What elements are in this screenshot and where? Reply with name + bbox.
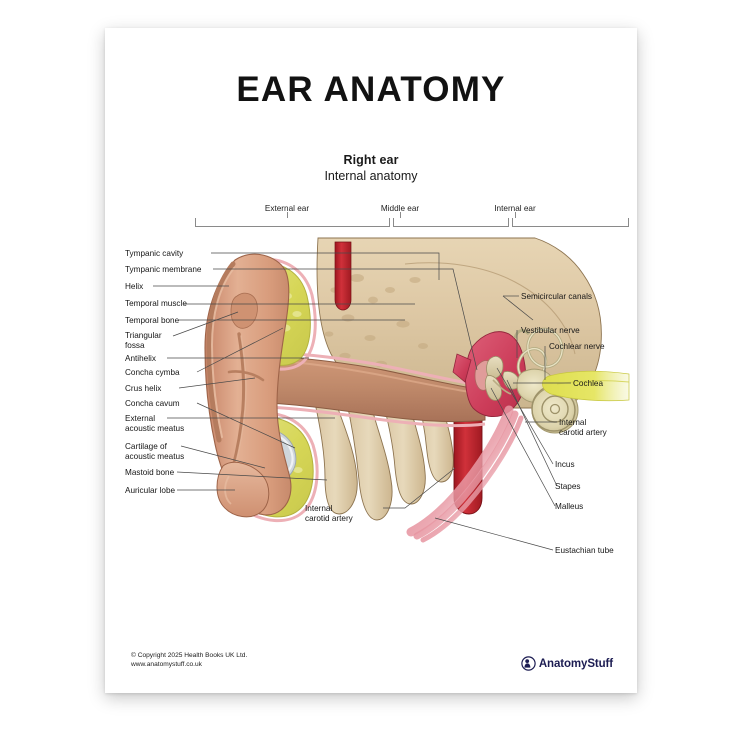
eustachian-tube bbox=[406, 405, 524, 543]
label-eustachian-tube: Eustachian tube bbox=[555, 546, 614, 555]
label-cochlear-nerve: Cochlear nerve bbox=[549, 342, 605, 351]
bone-process-3 bbox=[380, 387, 426, 505]
triangular-fossa bbox=[230, 292, 258, 329]
auricular-cartilage-upper bbox=[235, 262, 311, 366]
label-temporal-muscle: Temporal muscle bbox=[125, 299, 187, 308]
leader-lines-left bbox=[153, 252, 478, 491]
concha-cavum-hollow bbox=[250, 428, 297, 486]
poster-sheet: EAR ANATOMY Right ear Internal anatomy E… bbox=[105, 28, 637, 693]
mastoid-process bbox=[312, 387, 358, 515]
cartilage-of-acoustic-meatus bbox=[233, 416, 314, 518]
cartilage-lacunae-lower bbox=[241, 436, 303, 504]
region-label-middle-ear: Middle ear bbox=[380, 204, 420, 213]
label-internal-carotid-artery-bottom: Internal carotid artery bbox=[305, 504, 353, 523]
label-incus: Incus bbox=[555, 460, 575, 469]
bracket-tick-external-ear bbox=[287, 212, 288, 218]
external-acoustic-meatus bbox=[222, 355, 486, 423]
helix-highlight bbox=[210, 267, 235, 438]
skull-contour bbox=[404, 262, 576, 355]
label-tympanic-cavity: Tympanic cavity bbox=[125, 249, 184, 258]
logo-text: AnatomyStuff bbox=[538, 657, 613, 670]
subtitle-sub: Internal anatomy bbox=[324, 169, 418, 183]
vestibule bbox=[516, 368, 555, 403]
bracket-external-ear bbox=[195, 218, 390, 227]
canal-lining-lower bbox=[222, 405, 486, 428]
bracket-middle-ear bbox=[393, 218, 509, 227]
carotid-lumen-lower bbox=[454, 404, 482, 414]
bracket-tick-internal-ear bbox=[515, 212, 516, 218]
label-triangular-fossa: Triangular fossa bbox=[125, 331, 162, 350]
label-concha-cymba: Concha cymba bbox=[125, 368, 180, 377]
copyright-block: © Copyright 2025 Health Books UK Ltd. ww… bbox=[131, 651, 247, 669]
subtitle-block: Right ear Internal anatomy bbox=[105, 153, 637, 183]
stapes-bone bbox=[502, 371, 520, 390]
auricular-lobe bbox=[216, 461, 270, 518]
label-malleus: Malleus bbox=[555, 502, 584, 511]
region-label-external-ear: External ear bbox=[264, 204, 310, 213]
crus-helix bbox=[227, 370, 265, 382]
copyright-line-1: © Copyright 2025 Health Books UK Ltd. bbox=[131, 652, 248, 659]
concha-cymba-hollow bbox=[255, 278, 288, 348]
canal-lining-upper bbox=[222, 350, 488, 388]
subtitle-main: Right ear bbox=[343, 153, 399, 167]
malleus-bone bbox=[485, 375, 502, 401]
canal-highlight bbox=[230, 359, 484, 395]
label-cochlea: Cochlea bbox=[573, 379, 604, 388]
bone-process-4 bbox=[414, 383, 454, 483]
ossicular-chain bbox=[492, 379, 512, 395]
antihelix-highlight bbox=[234, 335, 247, 467]
tympanic-cavity-extension bbox=[452, 353, 472, 383]
anatomystuff-logo[interactable]: AnatomyStuff bbox=[521, 656, 613, 671]
label-semicircular-canals: Semicircular canals bbox=[521, 292, 592, 301]
perichondrium-upper bbox=[230, 257, 317, 371]
temporal-bone-mass bbox=[316, 237, 602, 409]
tympanic-cavity bbox=[465, 331, 526, 417]
label-helix: Helix bbox=[125, 282, 144, 291]
label-cartilage-of-acoustic-meatus: Cartilage of acoustic meatus bbox=[125, 442, 185, 461]
page-title: EAR ANATOMY bbox=[236, 70, 506, 109]
label-stapes: Stapes bbox=[555, 482, 581, 491]
label-concha-cavum: Concha cavum bbox=[125, 399, 180, 408]
copyright-line-2: www.anatomystuff.co.uk bbox=[131, 661, 202, 668]
lobe-highlight bbox=[224, 475, 232, 505]
incus-bone bbox=[486, 356, 504, 379]
label-crus-helix: Crus helix bbox=[125, 384, 162, 393]
internal-carotid-artery-lower bbox=[453, 407, 483, 515]
label-external-acoustic-meatus: External acoustic meatus bbox=[125, 414, 185, 433]
vessel-temporal bbox=[334, 241, 352, 311]
label-auricular-lobe: Auricular lobe bbox=[125, 486, 176, 495]
ear-anatomy-illustration bbox=[153, 237, 630, 551]
concha-cymba-highlight bbox=[263, 283, 284, 340]
region-label-internal-ear: Internal ear bbox=[494, 204, 536, 213]
logo-person-icon bbox=[521, 656, 536, 671]
cartilage-lacunae-upper bbox=[240, 280, 302, 350]
label-mastoid-bone: Mastoid bone bbox=[125, 468, 175, 477]
pinna-auricle bbox=[204, 253, 292, 516]
label-internal-carotid-artery-right: Internal carotid artery bbox=[559, 418, 607, 437]
bone-texture bbox=[324, 274, 428, 383]
bracket-tick-middle-ear bbox=[400, 212, 401, 218]
styloid-process bbox=[344, 389, 393, 521]
helix-rim bbox=[206, 261, 236, 443]
label-temporal-bone: Temporal bone bbox=[125, 316, 180, 325]
label-vestibular-nerve: Vestibular nerve bbox=[521, 326, 580, 335]
bracket-internal-ear bbox=[512, 218, 629, 227]
leader-lines-bottom bbox=[383, 467, 456, 509]
antihelix-ridge bbox=[231, 332, 246, 470]
tympanic-membrane bbox=[474, 360, 494, 391]
concha-cavum-highlight bbox=[261, 432, 294, 481]
label-antihelix: Antihelix bbox=[125, 354, 156, 363]
label-tympanic-membrane: Tympanic membrane bbox=[125, 265, 202, 274]
